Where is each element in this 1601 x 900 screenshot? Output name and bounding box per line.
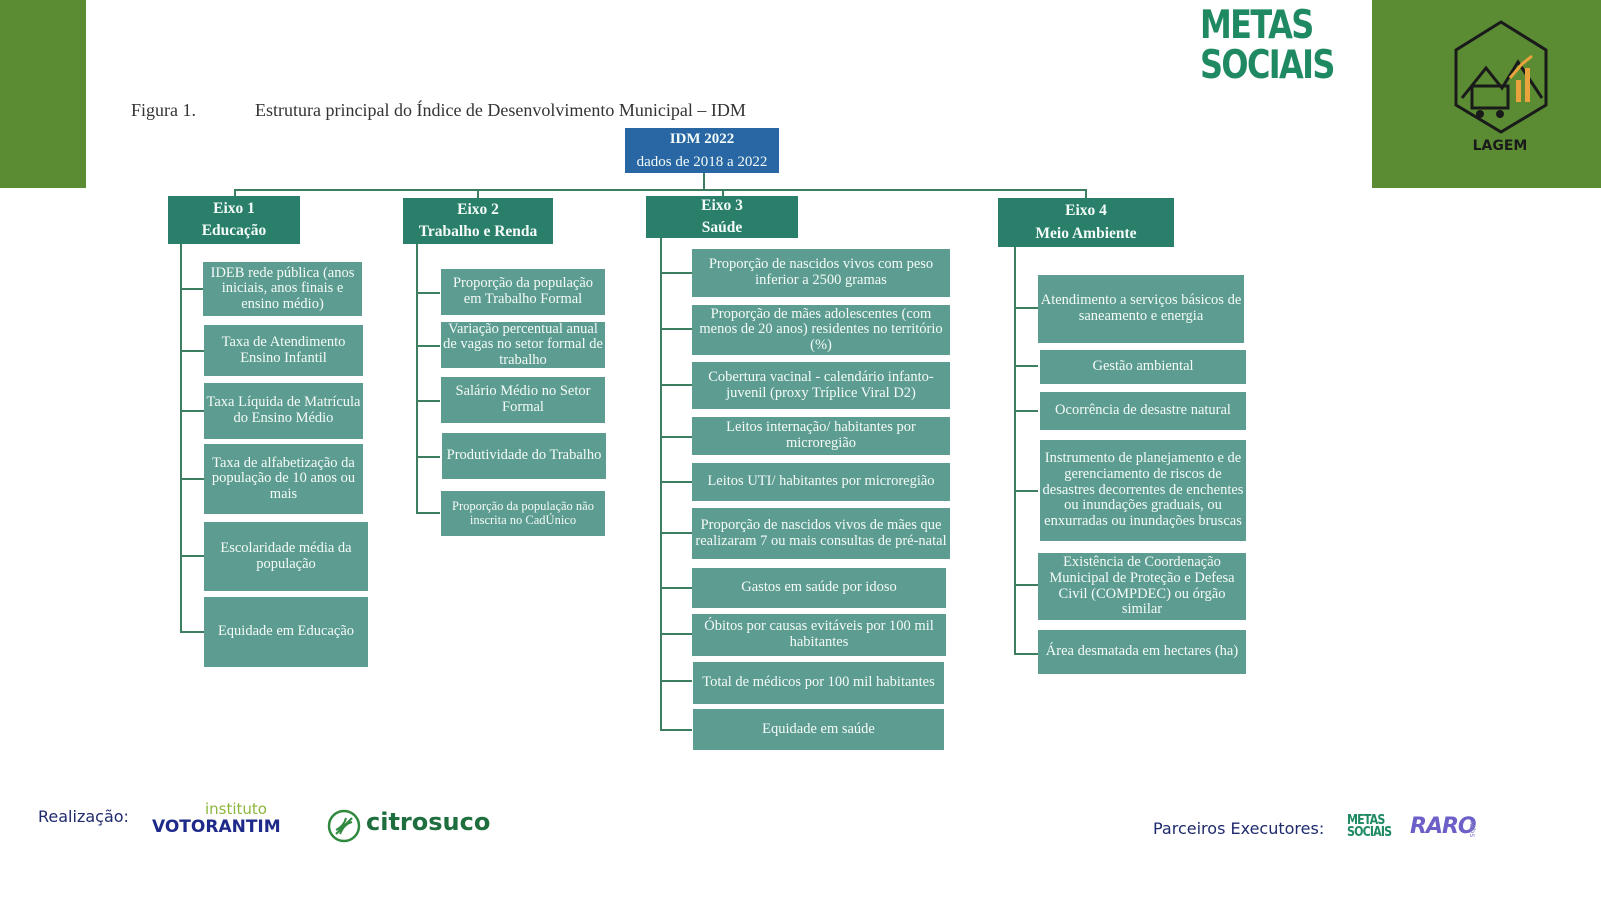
axis4-tick <box>1014 490 1038 492</box>
indicator-box: Taxa de alfabetização da população de 10… <box>204 444 363 514</box>
metas-small-line1: METAS <box>1347 813 1385 828</box>
indicator-box: Proporção da população não inscrita no C… <box>441 491 605 536</box>
citrosuco-logo-name: citrosuco <box>366 808 491 836</box>
axis2-drop <box>477 189 479 199</box>
axis1-tick <box>180 350 204 352</box>
axis-header-1: Eixo 1 Educação <box>168 196 300 244</box>
indicator-box: Ocorrência de desastre natural <box>1040 392 1246 430</box>
metas-logo-line2: SOCIAIS <box>1200 43 1335 88</box>
indicator-box: Gastos em saúde por idoso <box>692 568 946 608</box>
corner-block-left <box>0 0 86 188</box>
axis1-tick <box>180 478 204 480</box>
indicator-box: Área desmatada em hectares (ha) <box>1038 630 1246 674</box>
axes-horizontal-connector <box>234 189 1087 191</box>
axis1-tick <box>180 288 204 290</box>
axis-header-2: Eixo 2 Trabalho e Renda <box>403 198 553 244</box>
indicator-box: IDEB rede pública (anos iniciais, anos f… <box>203 262 362 316</box>
axis3-tick <box>660 680 692 682</box>
axis4-drop <box>1085 189 1087 199</box>
idm-root-node: IDM 2022 dados de 2018 a 2022 <box>625 128 779 173</box>
axis1-tick <box>180 631 204 633</box>
figure-label: Figura 1. <box>131 100 196 120</box>
axis3-tick <box>660 481 692 483</box>
metas-sociais-small-logo: METAS SOCIAIS <box>1347 813 1392 840</box>
axis3-tick <box>660 328 692 330</box>
axis-name: Eixo 3 <box>701 196 743 214</box>
votorantim-logo-top: instituto <box>205 800 267 818</box>
axis4-tick <box>1014 365 1038 367</box>
axis3-tick <box>660 272 692 274</box>
indicator-box: Instrumento de planejamento e de gerenci… <box>1040 440 1246 541</box>
metas-small-line2: SOCIAIS <box>1347 825 1392 840</box>
indicator-box: Leitos UTI/ habitantes por microregião <box>692 463 950 501</box>
parceiros-label: Parceiros Executores: <box>1153 819 1325 838</box>
root-subtitle: dados de 2018 a 2022 <box>636 153 768 170</box>
metas-logo-line1: METAS <box>1200 3 1314 48</box>
axis-name: Eixo 2 <box>457 200 499 218</box>
indicator-box: Produtividade do Trabalho <box>442 433 606 479</box>
indicator-box: Proporção de nascidos vivos de mães que … <box>692 508 950 559</box>
axis-header-3: Eixo 3 Saúde <box>646 196 798 238</box>
root-title: IDM 2022 <box>669 131 735 147</box>
axis3-tick <box>660 436 692 438</box>
axis-header-4: Eixo 4 Meio Ambiente <box>998 198 1174 247</box>
axis4-tick <box>1014 410 1038 412</box>
axis3-tick <box>660 532 692 534</box>
indicator-box: Variação percentual anual de vagas no se… <box>441 321 605 368</box>
axis-name: Eixo 1 <box>213 199 255 217</box>
raro-labs-label: labs <box>1468 821 1477 838</box>
indicator-box: Total de médicos por 100 mil habitantes <box>693 662 944 704</box>
indicator-box: Gestão ambiental <box>1040 350 1246 384</box>
indicator-box: Proporção da população em Trabalho Forma… <box>441 269 605 315</box>
lagem-label: LAGEM <box>1472 138 1528 154</box>
indicator-box: Proporção de nascidos vivos com peso inf… <box>692 249 950 297</box>
votorantim-logo-name: VOTORANTIM <box>152 817 281 837</box>
indicator-box: Taxa de Atendimento Ensino Infantil <box>204 325 363 376</box>
indicator-box: Equidade em saúde <box>693 709 944 750</box>
lagem-logo-icon <box>1454 20 1548 134</box>
indicator-box: Salário Médio no Setor Formal <box>441 377 605 423</box>
axis3-tick <box>660 633 692 635</box>
root-connector <box>703 172 705 190</box>
axis1-tick <box>180 410 204 412</box>
axis-name: Eixo 4 <box>1065 202 1107 220</box>
axis2-tick <box>416 512 440 514</box>
indicator-box: Equidade em Educação <box>204 597 368 667</box>
axis2-tick <box>416 345 440 347</box>
axis3-spine <box>660 238 662 730</box>
axis1-spine <box>180 240 182 632</box>
axis3-tick <box>660 729 692 731</box>
axis-label: Educação <box>201 222 267 239</box>
axis2-tick <box>416 292 440 294</box>
axis-label: Trabalho e Renda <box>418 223 538 240</box>
raro-logo-name: RARO <box>1410 814 1477 839</box>
indicator-box: Proporção de mães adolescentes (com meno… <box>692 305 950 355</box>
realizacao-label: Realização: <box>38 807 129 826</box>
axis2-tick <box>416 456 440 458</box>
axis3-tick <box>660 384 692 386</box>
indicator-box: Óbitos por causas evitáveis por 100 mil … <box>692 614 946 656</box>
axis4-tick <box>1014 307 1038 309</box>
axis4-tick <box>1014 584 1038 586</box>
axis1-tick <box>180 555 204 557</box>
indicator-box: Escolaridade média da população <box>204 522 368 591</box>
indicator-box: Existência de Coordenação Municipal de P… <box>1038 553 1246 620</box>
citrosuco-leaf-icon <box>327 809 361 843</box>
axis3-tick <box>660 587 692 589</box>
axis1-drop <box>234 189 236 199</box>
metas-sociais-logo: METAS SOCIAIS <box>1200 3 1335 88</box>
figure-title: Estrutura principal do Índice de Desenvo… <box>255 100 746 120</box>
axis3-drop <box>722 189 724 199</box>
indicator-box: Atendimento a serviços básicos de saneam… <box>1038 275 1244 343</box>
axis-label: Saúde <box>701 219 743 236</box>
axis-label: Meio Ambiente <box>1035 224 1137 242</box>
indicator-box: Cobertura vacinal - calendário infanto-j… <box>692 362 950 409</box>
axis4-tick <box>1014 653 1038 655</box>
indicator-box: Taxa Líquida de Matrícula do Ensino Médi… <box>204 383 363 439</box>
axis4-spine <box>1014 246 1016 654</box>
indicator-box: Leitos internação/ habitantes por micror… <box>692 417 950 455</box>
axis2-spine <box>416 244 418 514</box>
axis2-tick <box>416 400 440 402</box>
